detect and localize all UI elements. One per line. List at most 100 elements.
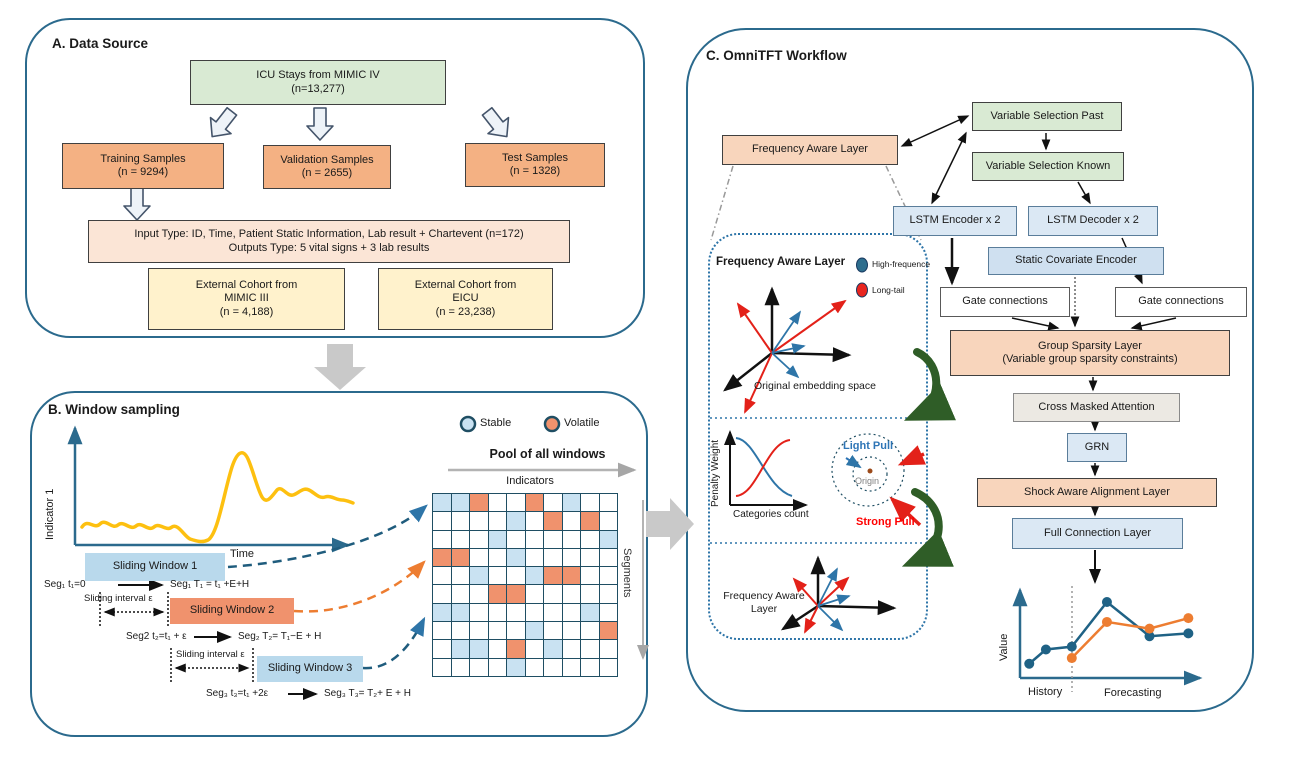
grid-cell: [581, 567, 600, 586]
origin-label: Origin: [855, 476, 880, 486]
grid-cell: [562, 658, 581, 677]
full-connection-layer-box: Full Connection Layer: [1012, 518, 1183, 549]
grid-cell: [562, 530, 581, 549]
grid-cell: [544, 622, 563, 641]
grid-cell: [599, 494, 618, 513]
grid-cell: [525, 512, 544, 531]
frequency-aware-result-label: Frequency Aware Layer: [723, 590, 805, 615]
history-label: History: [1028, 686, 1063, 698]
grid-cell: [451, 494, 470, 513]
indicators-label: Indicators: [506, 475, 554, 487]
window-pool-grid: [432, 493, 618, 677]
seg1-rhs: Seg₁ T₁ = t₁ +E+H: [170, 579, 250, 590]
grid-cell: [599, 640, 618, 659]
categories-count-label: Categories count: [733, 509, 809, 520]
high-frequence-legend-label: High-frequence: [872, 259, 931, 269]
grid-cell: [507, 622, 526, 641]
grid-cell: [562, 494, 581, 513]
grid-cell: [562, 640, 581, 659]
seg2-lhs: Seg2 t₂=t₁ + ε: [126, 631, 187, 642]
grid-cell: [433, 658, 452, 677]
sliding-window-3-box: Sliding Window 3: [257, 656, 363, 682]
grid-cell: [507, 494, 526, 513]
grid-cell: [581, 658, 600, 677]
training-samples-box: Training Samples (n = 9294): [62, 143, 224, 189]
grid-cell: [488, 658, 507, 677]
grid-cell: [488, 494, 507, 513]
grid-cell: [451, 585, 470, 604]
value-axis-label: Value: [998, 633, 1010, 661]
grid-cell: [562, 585, 581, 604]
grid-cell: [525, 658, 544, 677]
grid-cell: [433, 512, 452, 531]
long-tail-legend-label: Long-tail: [872, 285, 905, 295]
lstm-encoder-box: LSTM Encoder x 2: [893, 206, 1017, 236]
grid-cell: [470, 622, 489, 641]
frequency-aware-detail-box: [708, 233, 928, 640]
grid-cell: [433, 494, 452, 513]
grid-cell: [525, 494, 544, 513]
grid-cell: [581, 603, 600, 623]
cross-masked-attention-box: Cross Masked Attention: [1013, 393, 1180, 422]
gate-connections-right-box: Gate connections: [1115, 287, 1247, 317]
grid-cell: [525, 603, 544, 623]
grid-cell: [525, 567, 544, 586]
grid-cell: [581, 530, 600, 549]
grid-cell: [470, 494, 489, 513]
grid-cell: [525, 548, 544, 568]
grid-cell: [599, 658, 618, 677]
grid-cell: [433, 548, 452, 568]
grid-cell: [488, 512, 507, 531]
grid-cell: [599, 585, 618, 604]
grid-cell: [507, 603, 526, 623]
sliding-window-1-box: Sliding Window 1: [85, 553, 225, 581]
grid-cell: [525, 622, 544, 641]
grid-cell: [470, 512, 489, 531]
grid-cell: [544, 530, 563, 549]
grid-cell: [507, 512, 526, 531]
grid-cell: [470, 658, 489, 677]
penalty-weight-label: Penalty Weight: [710, 439, 721, 507]
panel-c-border: [686, 28, 1254, 712]
sliding-window-2-box: Sliding Window 2: [170, 598, 294, 624]
grid-cell: [470, 603, 489, 623]
segments-label: Segments: [621, 548, 634, 598]
panel-a-title: A. Data Source: [52, 36, 149, 51]
grid-cell: [451, 530, 470, 549]
seg2-rhs: Seg₂ T₂= T₁−E + H: [238, 631, 322, 642]
variable-selection-past-box: Variable Selection Past: [972, 102, 1122, 131]
grid-cell: [581, 548, 600, 568]
grid-cell: [544, 640, 563, 659]
sliding-interval-1-label: Sliding interval ε: [84, 593, 153, 604]
grid-cell: [581, 585, 600, 604]
gate-connections-left-box: Gate connections: [940, 287, 1070, 317]
light-pull-label: Light Pull: [843, 440, 894, 452]
grid-cell: [525, 530, 544, 549]
lstm-decoder-box: LSTM Decoder x 2: [1028, 206, 1158, 236]
grid-cell: [470, 548, 489, 568]
grid-cell: [470, 585, 489, 604]
grid-cell: [433, 585, 452, 604]
grid-cell: [544, 567, 563, 586]
grid-cell: [507, 567, 526, 586]
grid-cell: [562, 603, 581, 623]
variable-selection-known-box: Variable Selection Known: [972, 152, 1124, 181]
volatile-legend-label: Volatile: [564, 417, 600, 429]
grid-cell: [488, 603, 507, 623]
detail-title: Frequency Aware Layer: [716, 256, 846, 268]
grid-cell: [507, 585, 526, 604]
seg3-rhs: Seg₃ T₃= T₂+ E + H: [324, 688, 411, 699]
validation-samples-box: Validation Samples (n = 2655): [263, 145, 391, 189]
mimic-iii-cohort-box: External Cohort from MIMIC III (n = 4,18…: [148, 268, 345, 330]
grid-cell: [544, 585, 563, 604]
grid-cell: [507, 640, 526, 659]
forecasting-label: Forecasting: [1104, 687, 1162, 699]
frequency-aware-layer-box: Frequency Aware Layer: [722, 135, 898, 165]
grid-cell: [488, 622, 507, 641]
shock-aware-alignment-layer-box: Shock Aware Alignment Layer: [977, 478, 1217, 507]
grid-cell: [470, 567, 489, 586]
time-axis-label: Time: [230, 548, 255, 560]
panel-a-border: [25, 18, 645, 338]
grid-cell: [451, 658, 470, 677]
